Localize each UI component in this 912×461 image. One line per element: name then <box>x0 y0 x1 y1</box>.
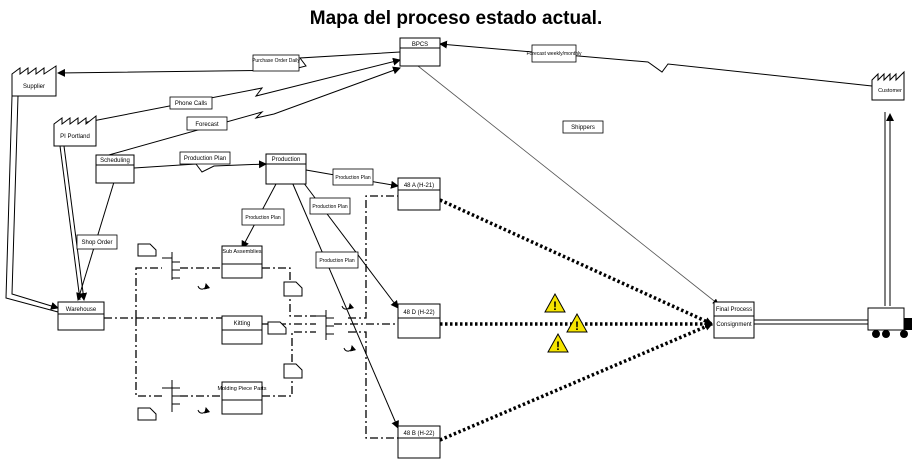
supplier-factory: Supplier <box>11 65 57 97</box>
svg-text:48 B (H-22): 48 B (H-22) <box>403 431 434 437</box>
svg-text:Production Plan: Production Plan <box>245 215 281 221</box>
phone-calls-label: Phone Calls <box>169 96 213 110</box>
forecast-label: Forecast <box>186 116 228 131</box>
flow-to-molding-buffer <box>135 318 162 397</box>
buffer-icon <box>137 243 157 257</box>
cycle-icon <box>197 407 211 414</box>
press-48d-box: 48 D (H-22) <box>397 303 441 339</box>
warehouse-box: Warehouse <box>57 301 105 331</box>
48b-to-final-push <box>439 322 713 442</box>
final-process-box: Final Process Consignment <box>713 301 755 339</box>
customer-forecast-label: Forecast weekly/monthly <box>526 44 582 63</box>
kanban-post-icon <box>162 252 180 280</box>
production-plan-flow <box>133 160 267 173</box>
diagram-title: Mapa del proceso estado actual. <box>309 8 603 29</box>
cycle-icon <box>343 345 357 352</box>
customer-factory: Customer <box>871 70 905 101</box>
production-to-48d <box>299 177 399 309</box>
svg-text:!: ! <box>556 339 560 353</box>
svg-text:!: ! <box>575 319 579 333</box>
kanban-post-icon <box>316 310 334 340</box>
press-48a-box: 48 A (H-21) <box>397 177 441 211</box>
production-plan-label: Production Plan <box>179 151 231 165</box>
svg-text:Shippers: Shippers <box>571 125 595 131</box>
production-to-48b <box>291 181 399 429</box>
svg-text:Forecast weekly/monthly: Forecast weekly/monthly <box>526 51 582 57</box>
supplier-shipment-line-b <box>11 95 59 310</box>
buffer-icon <box>267 321 287 335</box>
cycle-icon <box>341 303 355 310</box>
portland-shipment-line-a <box>59 145 81 301</box>
purchase-order-label: Purchase Order Daily <box>252 54 300 72</box>
svg-text:Warehouse: Warehouse <box>66 307 97 313</box>
svg-text:Supplier: Supplier <box>23 84 45 90</box>
warning-icon: ! <box>544 292 566 313</box>
factory-icon <box>53 114 97 147</box>
svg-text:Production Plan: Production Plan <box>312 204 348 210</box>
svg-text:Shop Order: Shop Order <box>81 240 112 246</box>
svg-text:!: ! <box>553 299 557 313</box>
molding-piece-parts-box: Molding Piece Parts <box>218 381 267 415</box>
portland-shipment-line-b <box>63 145 88 301</box>
kitting-box: Kitting <box>221 315 263 345</box>
factory-icon <box>871 70 905 101</box>
factory-icon <box>11 65 57 97</box>
merge-to-48b <box>348 331 398 439</box>
svg-text:Scheduling: Scheduling <box>100 158 130 164</box>
press-48b-box: 48 B (H-22) <box>397 425 441 459</box>
purchase-order-flow <box>57 51 401 77</box>
cycle-icon <box>197 283 211 290</box>
svg-text:Production: Production <box>272 157 301 163</box>
svg-text:Sub Assemblies: Sub Assemblies <box>222 249 261 255</box>
svg-text:Production Plan: Production Plan <box>319 258 355 264</box>
merge-to-48a <box>348 195 398 319</box>
svg-text:Forecast: Forecast <box>195 122 219 128</box>
production-plan-48b-label: Production Plan <box>315 251 359 269</box>
pi-portland-factory: PI Portland <box>53 114 97 147</box>
svg-text:Customer: Customer <box>878 88 902 94</box>
svg-text:48 A (H-21): 48 A (H-21) <box>404 183 434 189</box>
warning-icon: ! <box>566 312 588 333</box>
buffer-icon <box>137 407 157 421</box>
shippers-flow <box>417 65 719 305</box>
48a-to-final-push <box>439 198 713 326</box>
svg-text:Consignment: Consignment <box>716 322 752 328</box>
buffer-icon <box>283 281 303 297</box>
warning-icon: ! <box>547 332 569 353</box>
svg-text:Final Process: Final Process <box>716 307 752 313</box>
production-plan-48d-label: Production Plan <box>309 197 351 215</box>
production-plan-sub-label: Production Plan <box>241 208 285 226</box>
scheduling-box: Scheduling <box>95 154 135 184</box>
svg-text:BPCS: BPCS <box>412 42 428 48</box>
customer-forecast-flow <box>439 40 873 87</box>
svg-text:PI Portland: PI Portland <box>60 134 90 140</box>
shippers-label: Shippers <box>562 120 604 134</box>
svg-text:Phone Calls: Phone Calls <box>175 101 207 107</box>
shop-order-label: Shop Order <box>76 234 118 250</box>
svg-text:Molding Piece Parts: Molding Piece Parts <box>218 386 267 392</box>
svg-text:Production Plan: Production Plan <box>335 175 371 181</box>
forecast-flow <box>97 66 401 159</box>
svg-text:Kitting: Kitting <box>234 321 251 327</box>
truck-icon <box>867 307 912 338</box>
production-box: Production <box>265 153 307 185</box>
svg-text:Purchase Order Daily: Purchase Order Daily <box>252 58 300 64</box>
supplier-shipment-line-a <box>5 95 59 313</box>
bpcs-box: BPCS <box>399 37 441 67</box>
production-plan-48a-label: Production Plan <box>332 168 374 186</box>
flow-to-sub-buffer <box>135 267 162 318</box>
kanban-post-icon <box>162 380 180 412</box>
svg-text:Production Plan: Production Plan <box>184 156 226 162</box>
buffer-icon <box>283 363 303 379</box>
sub-assemblies-box: Sub Assemblies <box>221 245 263 279</box>
phone-calls-flow <box>71 57 401 126</box>
svg-text:48 D (H-22): 48 D (H-22) <box>403 310 434 316</box>
